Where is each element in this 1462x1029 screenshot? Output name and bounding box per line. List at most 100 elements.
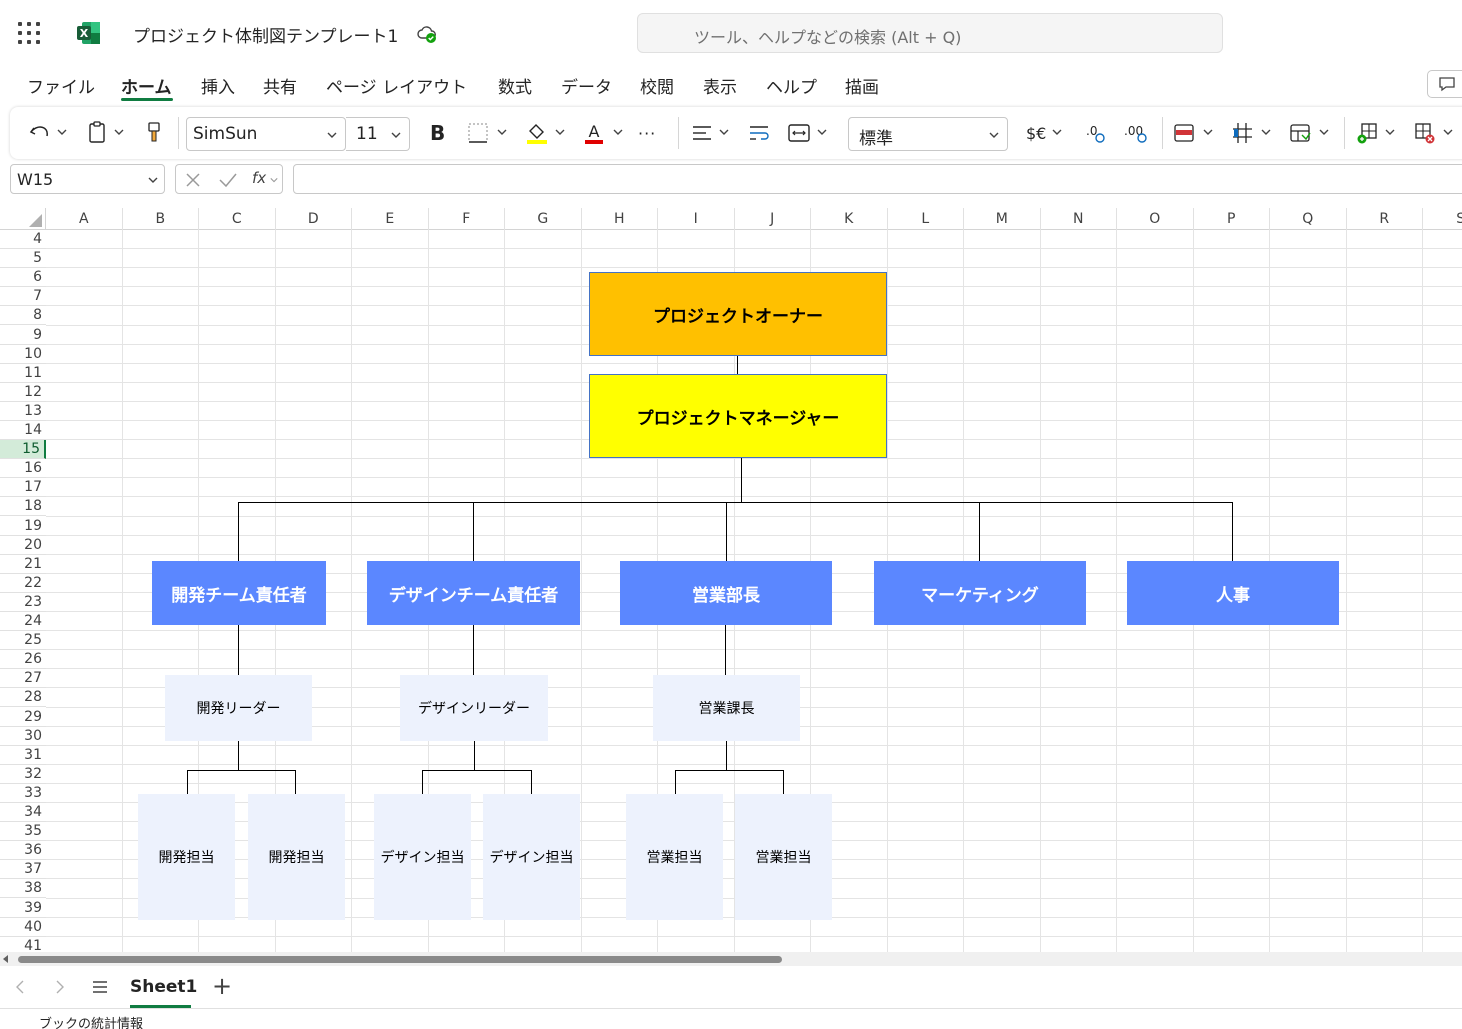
tab-home[interactable]: ホーム (121, 78, 172, 98)
column-header[interactable]: L (888, 208, 964, 230)
row-header[interactable]: 38 (0, 879, 46, 899)
column-header[interactable]: F (429, 208, 505, 230)
row-header[interactable]: 8 (0, 306, 46, 326)
select-all-corner[interactable] (0, 208, 46, 230)
row-header[interactable]: 17 (0, 478, 46, 498)
tab-view[interactable]: 表示 (703, 78, 737, 98)
row-header[interactable]: 11 (0, 364, 46, 383)
tab-insert[interactable]: 挿入 (201, 78, 235, 98)
column-header[interactable]: Q (1270, 208, 1347, 230)
scrollbar-thumb[interactable] (18, 956, 782, 963)
row-header[interactable]: 22 (0, 574, 46, 593)
cell-area[interactable] (46, 230, 1462, 952)
row-header[interactable]: 31 (0, 746, 46, 765)
row-header[interactable]: 21 (0, 555, 46, 574)
row-header[interactable]: 24 (0, 612, 46, 632)
cell-styles-button[interactable] (1288, 119, 1336, 147)
paste-button[interactable] (86, 119, 130, 147)
workbook-statistics[interactable]: ブックの統計情報 (39, 1017, 144, 1029)
column-header[interactable]: J (735, 208, 811, 230)
merge-center-button[interactable] (786, 119, 834, 147)
column-header[interactable]: A (46, 208, 123, 230)
align-button[interactable] (690, 119, 736, 147)
increase-decimal-button[interactable]: .00 (1122, 119, 1154, 147)
row-header[interactable]: 34 (0, 803, 46, 823)
row-header[interactable]: 6 (0, 268, 46, 288)
tab-draw[interactable]: 描画 (845, 78, 879, 98)
column-header[interactable]: D (276, 208, 352, 230)
column-header[interactable]: I (658, 208, 735, 230)
column-header[interactable]: C (199, 208, 276, 230)
row-header[interactable]: 15 (0, 440, 46, 460)
column-header[interactable]: O (1117, 208, 1194, 230)
tab-formulas[interactable]: 数式 (498, 78, 532, 98)
insert-cells-button[interactable] (1354, 119, 1402, 147)
column-header[interactable]: B (123, 208, 199, 230)
row-header[interactable]: 4 (0, 230, 46, 250)
font-color-button[interactable]: A (582, 119, 630, 147)
conditional-formatting-button[interactable] (1172, 119, 1220, 147)
row-header[interactable]: 37 (0, 860, 46, 880)
scroll-left-icon[interactable] (3, 955, 8, 963)
column-header[interactable]: S (1423, 208, 1462, 230)
row-header[interactable]: 36 (0, 841, 46, 861)
row-header[interactable]: 14 (0, 421, 46, 441)
row-header[interactable]: 23 (0, 593, 46, 612)
column-header[interactable]: N (1041, 208, 1117, 230)
font-size-select[interactable]: 11 (346, 117, 410, 151)
tab-help[interactable]: ヘルプ (766, 78, 817, 98)
tab-review[interactable]: 校閲 (640, 78, 674, 98)
row-header[interactable]: 5 (0, 249, 46, 269)
row-header[interactable]: 30 (0, 727, 46, 746)
more-font-options-button[interactable]: ··· (638, 123, 657, 143)
font-name-select[interactable]: SimSun (186, 117, 346, 151)
column-header[interactable]: M (964, 208, 1041, 230)
column-header[interactable]: G (505, 208, 582, 230)
row-header[interactable]: 18 (0, 497, 46, 517)
row-header[interactable]: 26 (0, 650, 46, 670)
fill-color-button[interactable] (524, 119, 572, 147)
decrease-decimal-button[interactable]: .0 (1082, 119, 1112, 147)
tab-share[interactable]: 共有 (263, 78, 297, 98)
row-header[interactable]: 29 (0, 708, 46, 727)
row-header[interactable]: 12 (0, 383, 46, 402)
document-title[interactable]: プロジェクト体制図テンプレート1 (133, 27, 399, 47)
sheet-tab-sheet1[interactable]: Sheet1 (130, 977, 198, 997)
name-box[interactable]: W15 (10, 164, 165, 194)
comments-button[interactable] (1427, 70, 1462, 98)
row-header[interactable]: 27 (0, 669, 46, 689)
borders-button[interactable] (466, 119, 514, 147)
currency-format-button[interactable]: $€ (1026, 119, 1068, 147)
column-header[interactable]: K (811, 208, 888, 230)
column-header[interactable]: H (582, 208, 658, 230)
tab-page-layout[interactable]: ページ レイアウト (326, 78, 468, 98)
row-header[interactable]: 32 (0, 765, 46, 784)
row-header[interactable]: 16 (0, 459, 46, 479)
chevron-right-icon[interactable] (52, 978, 68, 996)
cancel-icon[interactable] (184, 171, 202, 189)
row-header[interactable]: 33 (0, 784, 46, 803)
chevron-left-icon[interactable] (12, 978, 28, 996)
column-header[interactable]: R (1347, 208, 1423, 230)
row-header[interactable]: 9 (0, 326, 46, 345)
row-header[interactable]: 41 (0, 937, 46, 952)
undo-button[interactable] (28, 119, 72, 147)
check-icon[interactable] (218, 171, 238, 189)
row-header[interactable]: 10 (0, 345, 46, 364)
row-header[interactable]: 35 (0, 822, 46, 842)
column-header[interactable]: P (1194, 208, 1270, 230)
formula-input[interactable] (293, 164, 1462, 194)
format-painter-button[interactable] (144, 119, 166, 147)
column-header[interactable]: E (352, 208, 429, 230)
format-as-table-button[interactable] (1230, 119, 1278, 147)
add-sheet-button[interactable]: + (212, 972, 233, 1000)
wrap-text-button[interactable] (748, 119, 772, 147)
tab-file[interactable]: ファイル (27, 78, 95, 98)
row-header[interactable]: 19 (0, 517, 46, 536)
delete-cells-button[interactable] (1412, 119, 1460, 147)
tab-data[interactable]: データ (561, 78, 612, 98)
insert-function-button[interactable]: fx (252, 169, 267, 187)
all-sheets-menu-icon[interactable] (90, 978, 110, 996)
cloud-saved-icon[interactable] (416, 23, 438, 45)
